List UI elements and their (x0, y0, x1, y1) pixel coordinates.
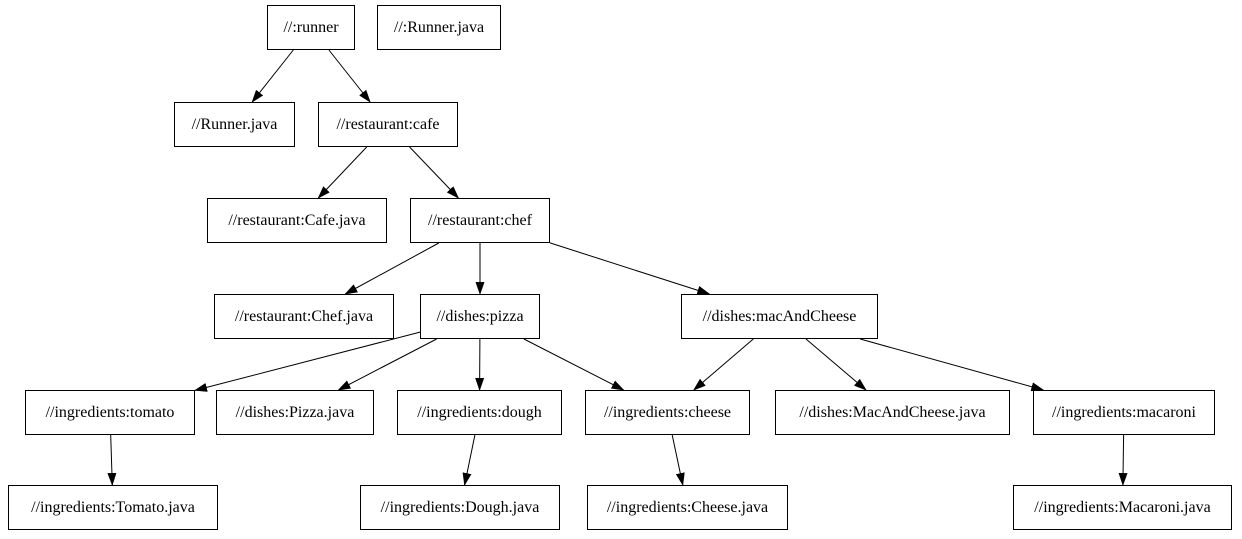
graph-node-cheese: //ingredients:cheese (585, 390, 750, 435)
graph-node-cafe-java: //restaurant:Cafe.java (207, 198, 387, 243)
node-label: //dishes:Pizza.java (235, 403, 355, 421)
node-label: //ingredients:Tomato.java (31, 498, 195, 516)
graph-node-macaroni: //ingredients:macaroni (1033, 390, 1215, 435)
node-label: //restaurant:cafe (336, 115, 440, 133)
edge-mac-and-cheese-to-macaroni (860, 338, 1045, 392)
edge-chef-to-chef-java (344, 242, 440, 295)
node-label: //ingredients:macaroni (1052, 403, 1196, 421)
edge-mac-and-cheese-to-mac-and-cheese-java (805, 338, 867, 391)
graph-node-macaroni-java: //ingredients:Macaroni.java (1013, 485, 1232, 530)
graph-node-chef-java: //restaurant:Chef.java (214, 294, 394, 339)
graph-node-tomato: //ingredients:tomato (25, 390, 195, 435)
graph-node-pizza: //dishes:pizza (420, 294, 540, 339)
graph-node-tomato-java: //ingredients:Tomato.java (8, 485, 218, 530)
graph-node-cheese-java: //ingredients:Cheese.java (587, 485, 788, 530)
node-label: //restaurant:Cafe.java (228, 211, 366, 229)
graph-node-mac-and-cheese-java: //dishes:MacAndCheese.java (775, 390, 1010, 435)
graph-node-dough: //ingredients:dough (397, 390, 562, 435)
graph-node-mac-and-cheese: //dishes:macAndCheese (681, 294, 878, 339)
graph-node-runner-java-root: //:Runner.java (377, 5, 501, 50)
graph-node-cafe: //restaurant:cafe (318, 102, 458, 147)
node-label: //dishes:macAndCheese (702, 307, 857, 325)
edge-chef-to-mac-and-cheese (549, 242, 711, 295)
edge-pizza-to-pizza-java (337, 338, 437, 391)
edge-runner-to-runner-java (251, 49, 294, 103)
edge-dough-to-dough-java (462, 434, 476, 486)
edge-pizza-to-cheese (523, 338, 625, 391)
node-label: //ingredients:Cheese.java (606, 498, 769, 516)
node-label: //:runner (283, 18, 339, 36)
edge-runner-to-cafe (328, 49, 371, 103)
graph-node-chef: //restaurant:chef (410, 198, 550, 243)
node-label: //restaurant:Chef.java (234, 307, 374, 325)
edge-cheese-to-cheese-java (671, 434, 685, 486)
edge-cafe-to-chef (409, 146, 460, 199)
graph-node-runner: //:runner (267, 5, 355, 50)
edge-mac-and-cheese-to-cheese (693, 338, 754, 391)
graph-node-pizza-java: //dishes:Pizza.java (216, 390, 374, 435)
node-label: //ingredients:Dough.java (380, 498, 540, 516)
node-label: //ingredients:tomato (45, 403, 175, 421)
node-label: //ingredients:cheese (603, 403, 732, 421)
edge-tomato-to-tomato-java (107, 434, 117, 486)
node-label: //:Runner.java (393, 18, 485, 36)
edge-pizza-to-tomato (194, 331, 421, 392)
node-label: //ingredients:Macaroni.java (1034, 498, 1211, 516)
edge-macaroni-to-macaroni-java (1118, 434, 1128, 486)
graph-node-dough-java: //ingredients:Dough.java (360, 485, 560, 530)
edge-cafe-to-cafe-java (317, 146, 368, 199)
node-label: //Runner.java (191, 115, 278, 133)
node-label: //dishes:MacAndCheese.java (799, 403, 986, 421)
node-label: //dishes:pizza (436, 307, 524, 325)
graph-node-runner-java: //Runner.java (174, 102, 295, 147)
node-label: //restaurant:chef (428, 211, 532, 229)
node-label: //ingredients:dough (417, 403, 542, 421)
